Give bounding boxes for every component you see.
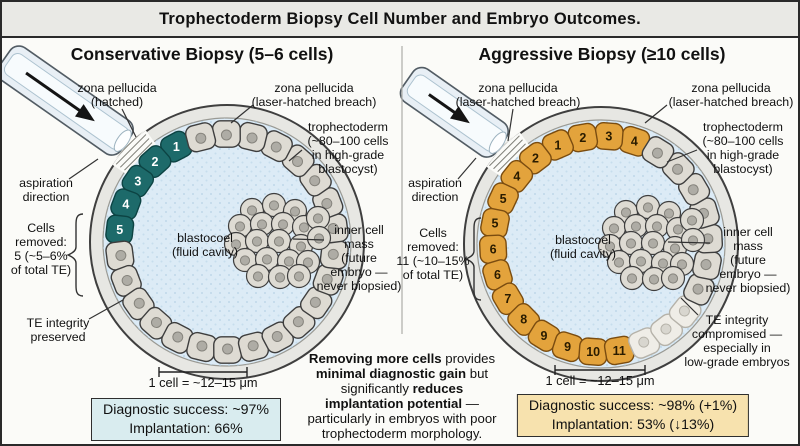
biopsy-cell-number: 4 xyxy=(122,198,129,212)
aspiration-arrow xyxy=(428,93,458,116)
trophectoderm-cell xyxy=(211,120,241,148)
biopsy-cell-number: 4 xyxy=(513,170,520,184)
label-trophectoderm-left: trophectoderm (~80–100 cells in high-gra… xyxy=(307,120,389,176)
label-aspiration-right: aspiration direction xyxy=(408,176,462,204)
biopsy-cell-number: 5 xyxy=(500,192,507,206)
leader-line xyxy=(292,238,325,241)
biopsy-cell-number: 9 xyxy=(541,329,548,343)
biopsy-cell-number: 3 xyxy=(134,174,141,188)
biopsy-cell-number: 7 xyxy=(504,292,511,306)
leader-line xyxy=(230,104,254,124)
label-blastocoel-left: blastocoel (fluid cavity) xyxy=(171,231,239,259)
label-blastocoel-right: blastocoel (fluid cavity) xyxy=(549,233,617,261)
trophectoderm-cell xyxy=(184,122,217,153)
biopsy-cell-number: 5 xyxy=(116,223,123,237)
embryo-conservative: 1 234 5 xyxy=(2,45,365,380)
leader-line xyxy=(68,158,99,180)
leader-line xyxy=(88,299,124,320)
label-zona-breach-right-panel-a: zona pellucida (laser-hatched breach) xyxy=(455,81,581,109)
biopsy-cell-number: 6 xyxy=(490,243,497,257)
diagnostic-success-left: Diagnostic success: ~97% xyxy=(103,402,269,418)
trophectoderm-cell xyxy=(628,327,661,359)
biopsy-pipette xyxy=(399,66,509,158)
trophectoderm-cell xyxy=(677,172,711,206)
figure-title: Trophectoderm Biopsy Cell Number and Emb… xyxy=(2,2,798,38)
label-aspiration-left: aspiration direction xyxy=(19,176,73,204)
biopsy-cell-number: 2 xyxy=(579,131,586,145)
biopsy-cell-number: 2 xyxy=(151,155,158,169)
panel-heading-conservative: Conservative Biopsy (5–6 cells) xyxy=(70,44,334,64)
trophectoderm-cell xyxy=(650,313,684,347)
leader-line xyxy=(680,297,699,316)
biopsy-cell-number: 2 xyxy=(532,151,539,165)
note-line: minimal diagnostic gain but xyxy=(315,366,489,381)
label-te-integrity-left: TE integrity preserved xyxy=(26,316,90,344)
label-te-integrity-right: TE integrity compromised — especially in… xyxy=(684,313,790,369)
label-cells-removed-left: Cells removed: 5 (~5–6% of total TE) xyxy=(10,221,72,277)
cells-removed-bracket xyxy=(464,217,482,301)
label-zona-breach-right-panel-b: zona pellucida (laser-hatched breach) xyxy=(668,81,794,109)
label-zona-hatched: zona pellucida (hatched) xyxy=(77,81,157,109)
implantation-right: Implantation: 53% (↓13%) xyxy=(551,416,715,433)
panel-heading-aggressive: Aggressive Biopsy (≥10 cells) xyxy=(478,44,726,64)
inner-cell-mass xyxy=(223,192,332,290)
biopsy-cell-number: 8 xyxy=(520,313,527,327)
trophectoderm-cell xyxy=(260,130,293,163)
label-trophectoderm-right: trophectoderm (~80–100 cells in high-gra… xyxy=(702,120,784,176)
trophectoderm-cell xyxy=(282,306,316,339)
scale-bar-label-left: 1 cell = ~12–15 μm xyxy=(148,375,258,390)
note-line: significantly reduces xyxy=(340,381,464,396)
zona-breach-hatch xyxy=(487,132,529,176)
outcome-box-conservative: Diagnostic success: ~97% Implantation: 6… xyxy=(91,398,281,441)
note-line: particularly in embryos with poor xyxy=(307,411,497,426)
leader-line xyxy=(644,104,668,124)
biopsy-cell-number: 1 xyxy=(173,140,180,154)
trophectoderm-cell xyxy=(236,121,268,153)
trophectoderm-cell xyxy=(299,286,333,320)
biopsy-cell-number: 9 xyxy=(564,340,571,354)
biopsy-cell-number: 6 xyxy=(494,268,501,282)
biopsy-cell-number: 1 xyxy=(554,138,561,152)
label-cells-removed-right: Cells removed: 11 (~10–15% of total TE) xyxy=(396,226,470,282)
biopsy-cell-number: 11 xyxy=(613,344,626,358)
biopsy-cell-number: 3 xyxy=(605,130,612,144)
biopsy-cell-number: 5 xyxy=(492,217,499,231)
trophectoderm-cell xyxy=(319,239,349,270)
scale-bar xyxy=(158,367,248,377)
aspiration-arrow xyxy=(25,71,83,114)
scale-bar-label-right: 1 cell = ~12–15 μm xyxy=(545,373,655,388)
biopsy-cell-number: 4 xyxy=(631,135,638,149)
biopsy-pipette xyxy=(2,45,134,156)
note-line: trophectoderm morphology. xyxy=(321,426,483,441)
trophectoderm-cell xyxy=(213,336,243,364)
leader-line xyxy=(666,149,698,163)
note-line: Removing more cells provides xyxy=(308,351,496,366)
note-line: implantation potential — xyxy=(325,396,479,411)
label-zona-breach-left-panel: zona pellucida (laser-hatched breach) xyxy=(251,81,377,109)
trophectoderm-cell xyxy=(237,331,270,362)
leader-line xyxy=(507,108,514,142)
leader-line xyxy=(667,241,711,244)
trophectoderm-cell xyxy=(161,321,194,354)
outcome-box-aggressive: Diagnostic success: ~98% (+1%) Implantat… xyxy=(516,394,750,437)
leader-line xyxy=(457,157,477,180)
trophectoderm-cell xyxy=(261,321,294,354)
leader-line xyxy=(288,149,303,162)
label-icm-left: inner cell mass (future embryo — never b… xyxy=(316,223,402,293)
trophectoderm-cell xyxy=(641,136,675,169)
scale-bar xyxy=(554,365,646,375)
zona-breach-hatch xyxy=(113,130,155,174)
trophectoderm-cell xyxy=(668,295,702,329)
cells-removed-bracket xyxy=(66,213,84,297)
label-icm-right: inner cell mass (future embryo — never b… xyxy=(705,225,791,295)
biopsy-cell-number: 10 xyxy=(586,345,600,359)
inner-cell-mass xyxy=(597,194,706,292)
implantation-left: Implantation: 66% xyxy=(129,420,243,437)
leader-line xyxy=(121,108,137,138)
diagnostic-success-right: Diagnostic success: ~98% (+1%) xyxy=(528,398,738,414)
trophectoderm-cell xyxy=(139,306,173,340)
